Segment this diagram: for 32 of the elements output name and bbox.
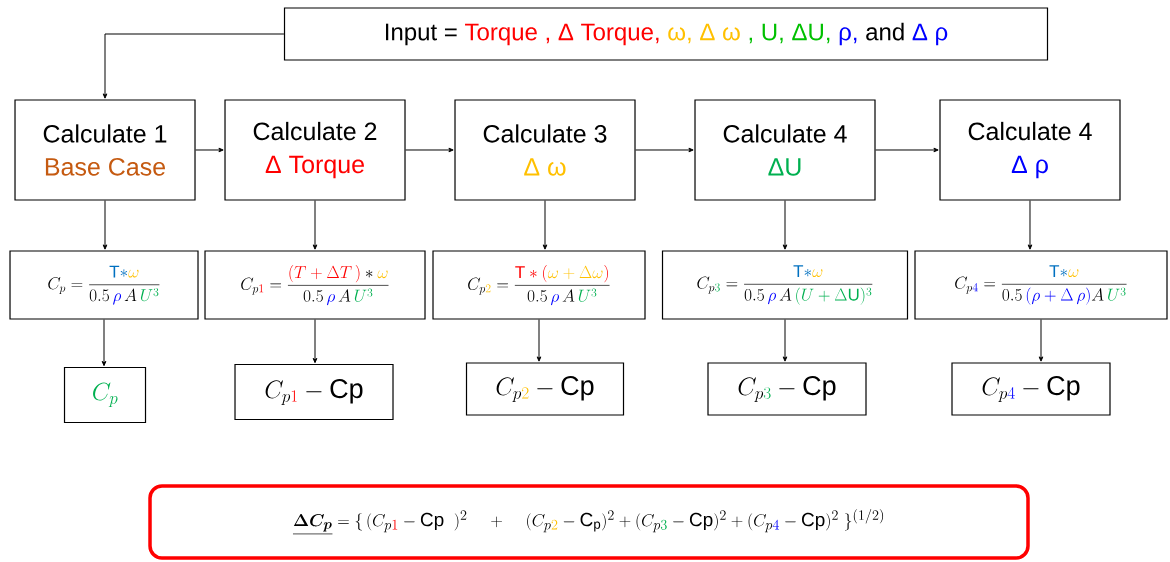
arrow bbox=[782, 200, 788, 250]
arrow bbox=[195, 147, 224, 153]
process-box: Calculate 4 ΔU bbox=[694, 99, 876, 201]
arrow bbox=[1027, 200, 1033, 250]
arrow bbox=[542, 200, 548, 250]
arrow bbox=[1038, 319, 1044, 362]
arrow bbox=[536, 319, 542, 362]
formula-box: $C_{p\textcolor{cB}{4}} = \frac{\textcolor{cT}{\mathrm{T} * }\textcolor{cO}{\omega}}{0.5\,\textcolor{cB}{(\rho + \Delta\,\rho)}A\,\textcolor{cG}{U^3}}$ bbox=[914, 250, 1168, 320]
arrow bbox=[101, 319, 107, 367]
process-box: Calculate 1 Base Case bbox=[14, 99, 196, 201]
result-box: $C_{p\textcolor{cB}{4}} - \mathrm{Cp}$ bbox=[951, 362, 1111, 416]
formula-box: $C_{p\textcolor{cO}{2}} = \frac{\textcolor{cR}{\mathrm{T} * (}\textcolor{cO}{\omega + \Delta\omega}\textcolor{cR}{)}}{0.5\,\textcolor{cB}{\rho}\,A\,\textcolor{cG}{U^3}}$ bbox=[432, 250, 646, 320]
process-box: Calculate 4 Δ ρ bbox=[939, 99, 1121, 201]
arrow bbox=[312, 200, 318, 250]
result-box: $C_{p\textcolor{cO}{2}} - \mathrm{Cp}$ bbox=[465, 362, 625, 416]
arrow bbox=[102, 200, 108, 250]
process-box: Calculate 2 Δ Torque bbox=[224, 99, 406, 201]
formula-box: $C_{p\textcolor{cG}{3}} = \frac{\textcolor{cT}{\mathrm{T} * }\textcolor{cO}{\omega}}{0.5\,\textcolor{cB}{\rho}\,A\,\textcolor{cG}{(U + \Delta\mathrm{U})^3}}$ bbox=[661, 250, 909, 320]
result-box: $\textcolor{cG}{C_p}$ bbox=[63, 366, 147, 424]
formula-box: $C_{p\textcolor{cR}{1}} = \frac{\textcolor{cR}{(T + \Delta T\,)}*\textcolor{cO}{\omega}}{0.5\,\textcolor{cB}{\rho}\,A\,\textcolor{cG}{U^3}}$ bbox=[204, 250, 426, 320]
arrow bbox=[102, 33, 285, 99]
arrow bbox=[405, 147, 454, 153]
process-box: Calculate 3 Δ ω bbox=[454, 99, 636, 201]
formula-box: $C_p = \frac{\textcolor{cT}{\mathrm{T} * }\textcolor{cO}{\omega}}{0.5\,\textcolor{cB}{\rho}\,A\,\textcolor{cG}{U^3}}$ bbox=[9, 250, 199, 320]
summary-box: $\underline{\boldsymbol{\Delta C_p}} = \{\,(C_{p\textcolor{cR}{1}} - \mathrm{Cp}\;\;)^2 \quad + \quad (C_{p\textcolor{cO}{2}} - \mathrm{C_p})^2 + (C_{p\textcolor{cG}{3}} - \mathrm{Cp})^2 + (C_{p\textcolor{cB}{4}} - \mathrm{Cp})^2\;\}^{(1/2)}$ bbox=[148, 484, 1030, 560]
arrow bbox=[312, 319, 318, 364]
result-box: $C_{p\textcolor{cR}{1}} - \mathrm{Cp}$ bbox=[234, 363, 394, 421]
arrow bbox=[782, 319, 788, 362]
arrow bbox=[635, 147, 694, 153]
arrow bbox=[875, 147, 939, 153]
result-box: $C_{p\textcolor{cG}{3}} - \mathrm{Cp}$ bbox=[707, 362, 867, 416]
input-box: Input = Torque , Δ Torque, ω, Δ ω , U, ΔU, ρ, and Δ ρ bbox=[283, 7, 1049, 61]
